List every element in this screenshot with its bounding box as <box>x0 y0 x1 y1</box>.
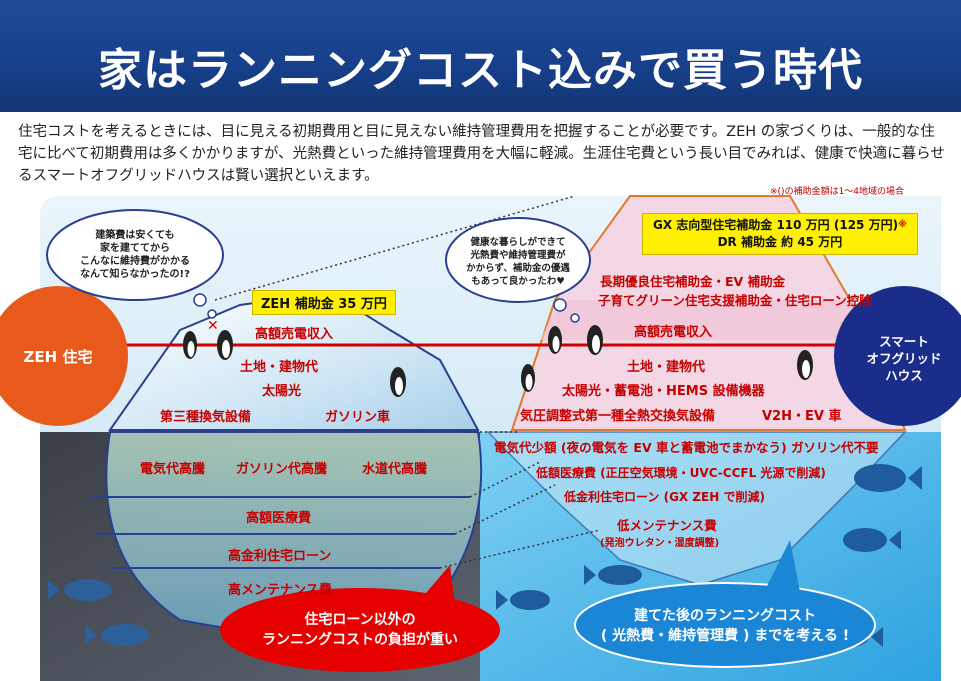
left-below-item: 水道代高騰 <box>362 462 428 477</box>
zeh-subsidy-badge: ZEH 補助金 35 万円 <box>252 290 396 315</box>
right-below-item: (発泡ウレタン・湿度調整) <box>600 538 720 549</box>
left-below-item: ガソリン代高騰 <box>236 462 328 477</box>
right-below-item: 低メンテナンス費 <box>617 518 717 533</box>
right-thought-bubble <box>445 217 591 303</box>
left-thought-text: 建築費は安くても 家を建ててから こんなに維持費がかかる なんて知らなかったの!… <box>80 230 190 280</box>
intro-text: 住宅コストを考えるときには、目に見える初期費用と目に見えない維持管理費用を把握す… <box>18 124 945 184</box>
left-below-item: 高メンテナンス費 <box>228 583 332 598</box>
left-below-item: 高額医療費 <box>246 511 312 526</box>
svg-text:✕: ✕ <box>207 318 219 334</box>
zeh-circle-label: ZEH 住宅 <box>23 348 93 366</box>
right-above-item: 高額売電収入 <box>634 325 713 340</box>
left-above-item: ガソリン車 <box>325 410 391 425</box>
right-below-item: 低金利住宅ローン (GX ZEH で削減) <box>564 490 765 504</box>
right-callout-text: 建てた後のランニングコスト ( 光熱費・維持管理費 ) までを考える ! <box>600 608 850 644</box>
left-callout-bubble <box>220 588 500 672</box>
left-below-item: 高金利住宅ローン <box>228 549 332 564</box>
right-below-item: 電気代少額 (夜の電気を EV 車と蓄電池でまかなう) ガソリン代不要 <box>494 440 879 455</box>
smart-house-circle-label: スマート オフグリッド ハウス <box>866 334 942 383</box>
left-above-item: 太陽光 <box>262 384 302 399</box>
right-iceberg-bottom <box>486 431 907 586</box>
left-above-item: 土地・建物代 <box>240 360 319 375</box>
right-thought-text: 健康な暮らしができて 光熱費や維持管理費が かからず、補助金の優遇 もあって良か… <box>466 237 570 287</box>
right-subsidy-item: 子育てグリーン住宅支援補助金・住宅ローン控除 <box>598 293 872 308</box>
gx-subsidy-badge: GX 志向型住宅補助金 110 万円 (125 万円)※ DR 補助金 約 45… <box>642 213 918 255</box>
page-title: 家はランニングコスト込みで買う時代 <box>98 45 863 96</box>
right-below-item: 低額医療費 (正圧空気環境・UVC-CCFL 光源で削減) <box>536 466 826 480</box>
right-callout-bubble <box>574 582 876 668</box>
right-above-item: 気圧調整式第一種全熱交換気設備 <box>520 409 716 424</box>
left-above-item: 高額売電収入 <box>255 327 334 342</box>
right-above-item: 太陽光・蓄電池・HEMS 設備機器 <box>562 384 765 399</box>
left-thought-bubble <box>46 209 224 301</box>
title-banner: 家はランニングコスト込みで買う時代 <box>0 0 961 112</box>
right-subsidy-item: 長期優良住宅補助金・EV 補助金 <box>600 274 786 289</box>
left-callout-text: 住宅ローン以外の ランニングコストの負担が重い <box>262 612 458 648</box>
zeh-circle <box>0 286 128 426</box>
subsidy-note: ※()の補助金額は1〜4地域の場合 <box>770 187 905 197</box>
left-above-item: 第三種換気設備 <box>160 410 252 425</box>
right-above-item: 土地・建物代 <box>627 360 706 375</box>
smart-house-circle <box>834 286 961 426</box>
left-below-item: 電気代高騰 <box>140 462 206 477</box>
right-above-item: V2H・EV 車 <box>762 409 842 424</box>
